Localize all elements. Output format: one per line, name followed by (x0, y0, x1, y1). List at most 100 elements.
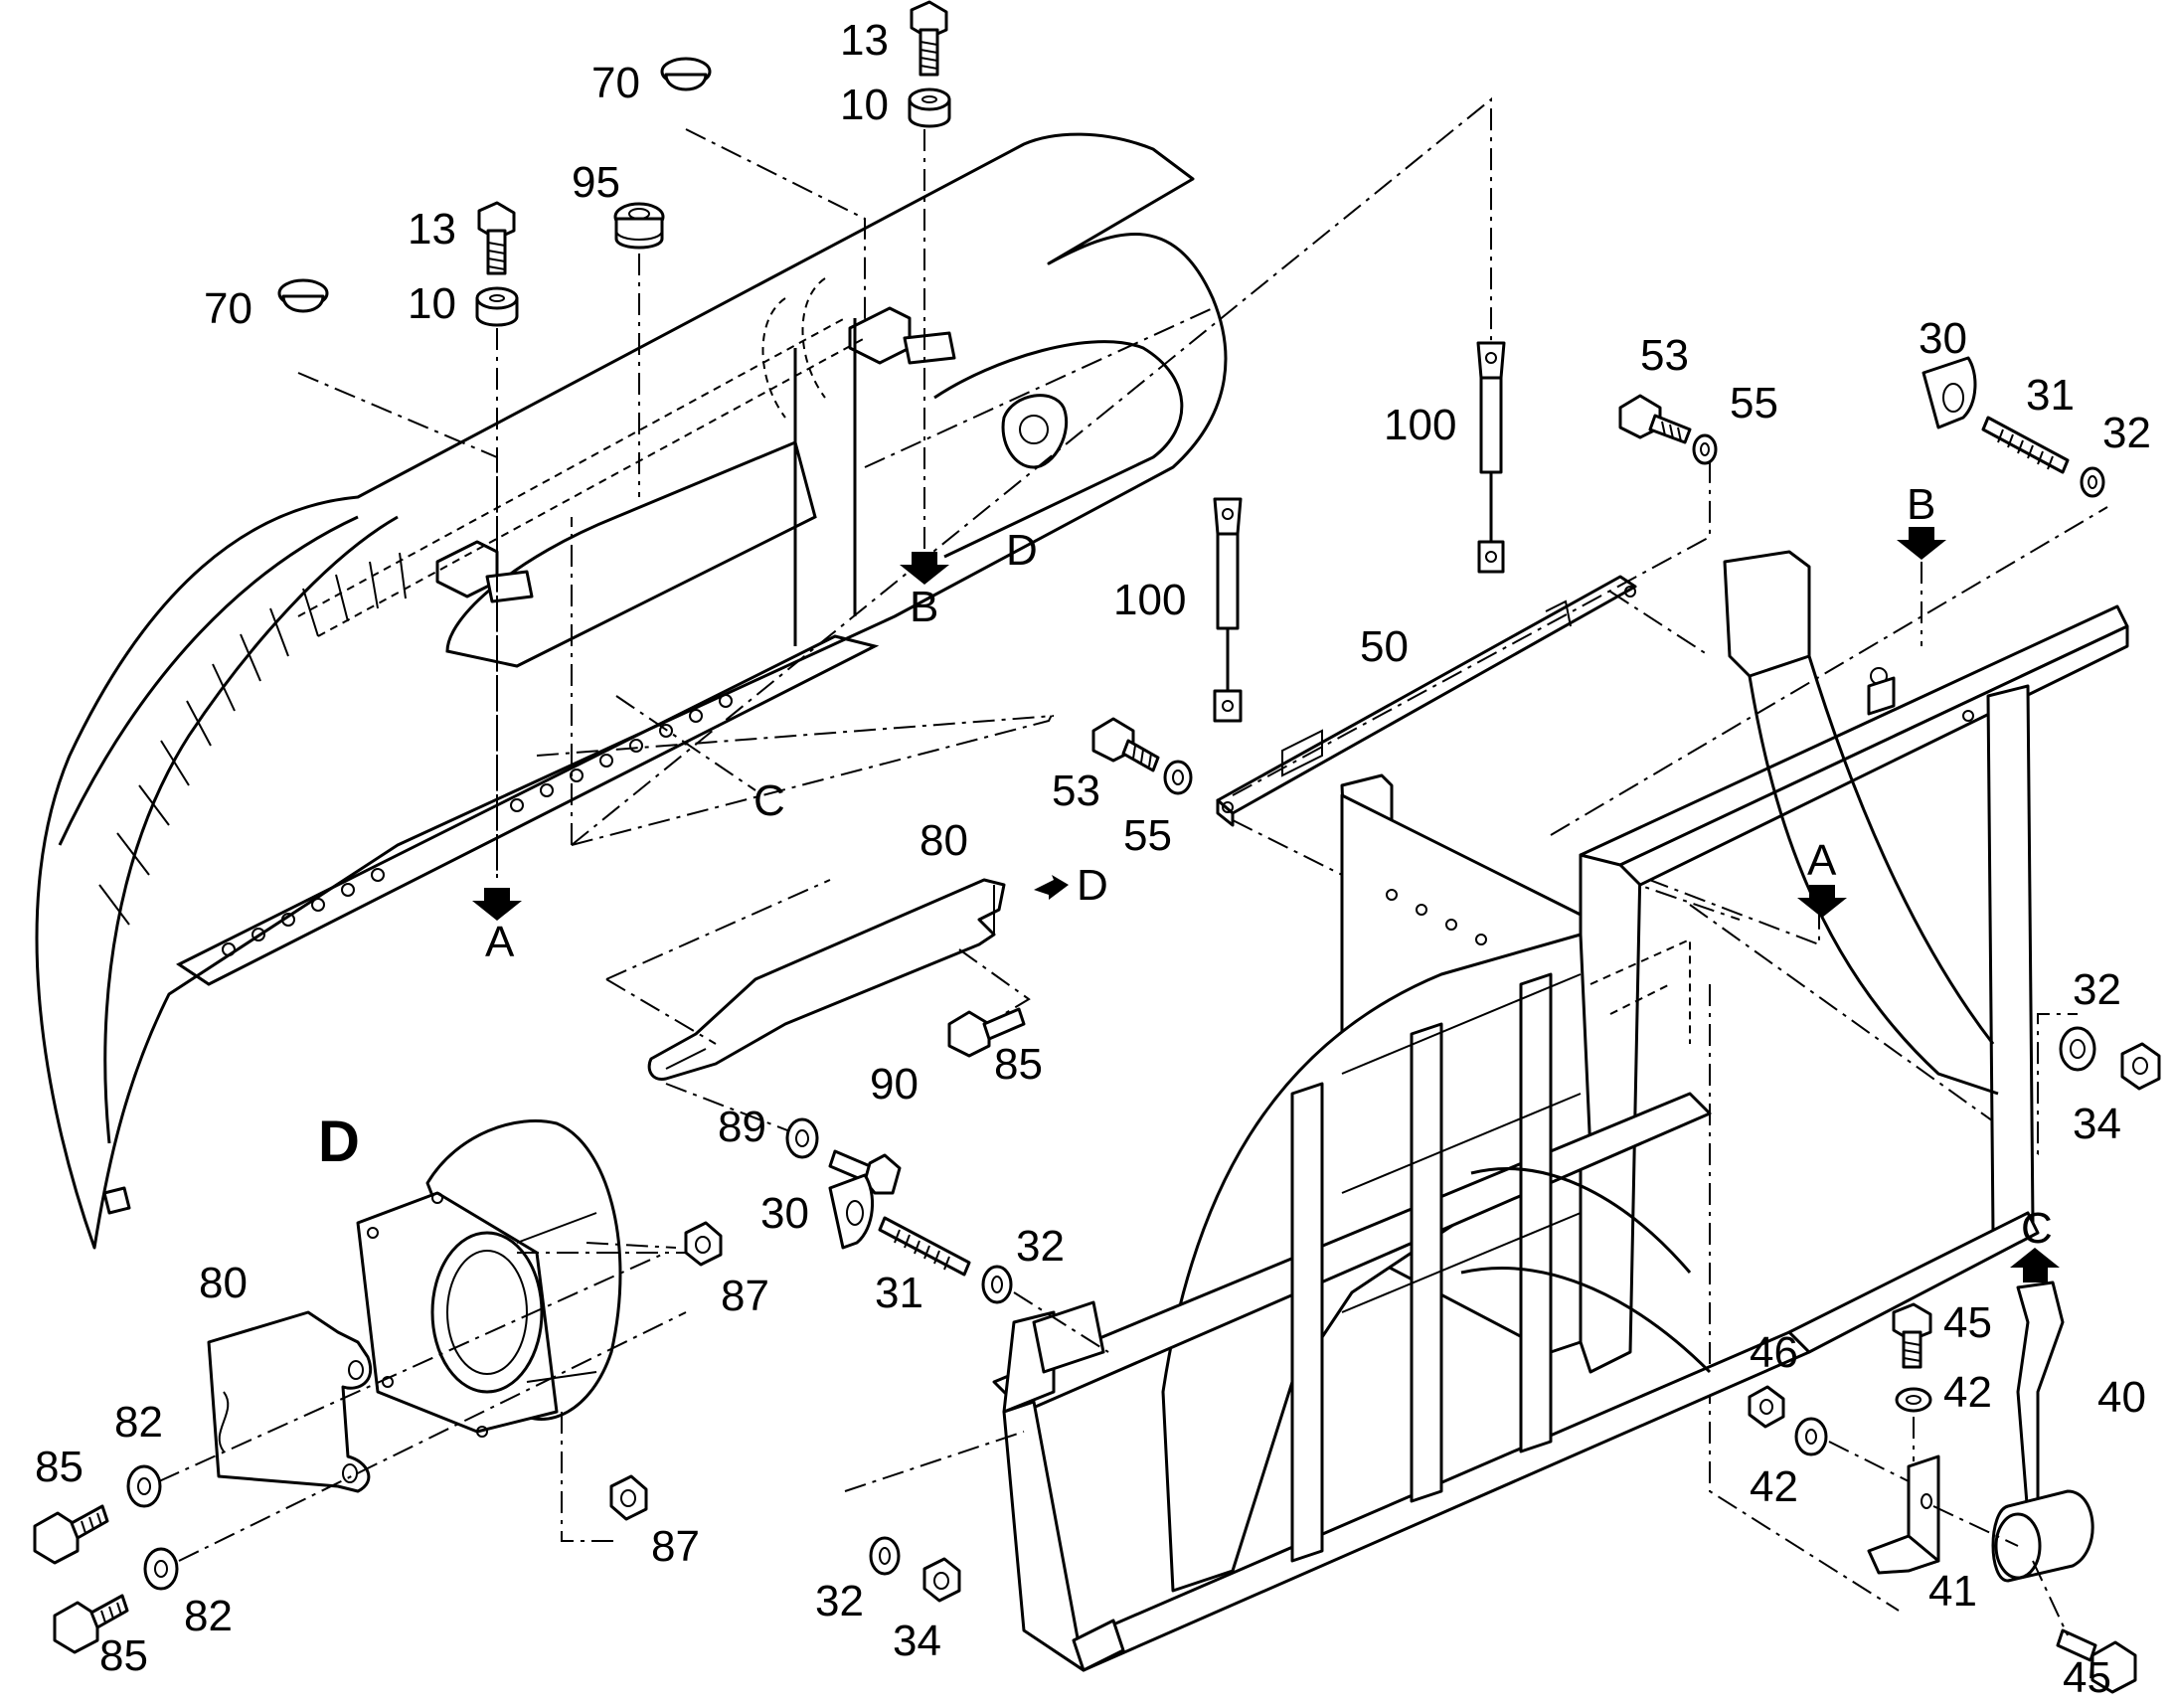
ref-arrow-c-lever (2010, 1248, 2060, 1282)
callout-55-top: 55 (1730, 379, 1778, 427)
callout-70-left: 70 (204, 284, 252, 333)
callout-30-top: 30 (1919, 314, 1967, 363)
callout-32-right: 32 (2073, 965, 2121, 1014)
callout-10-top: 10 (840, 81, 889, 129)
callout-40: 40 (2097, 1373, 2146, 1422)
washer-32-top (2080, 466, 2105, 498)
callout-85-det-top: 85 (35, 1443, 84, 1491)
hood-assembly (35, 132, 1228, 1250)
ref-arrow-b-frame (1897, 527, 1946, 646)
callout-80-det: 80 (199, 1259, 248, 1307)
ref-letter-d-bracket: D (1077, 861, 1108, 910)
nut-87-bot (609, 1474, 648, 1521)
callout-34-bot: 34 (893, 1617, 941, 1665)
callout-13-top: 13 (840, 16, 889, 65)
washer-55-top (1692, 433, 1718, 465)
bracket-80-mid (647, 878, 1006, 1081)
bolt-13-left (477, 201, 516, 275)
detail-d-leader-lines (158, 1242, 687, 1562)
callout-85-det-bot: 85 (99, 1631, 148, 1680)
ref-arrow-b-upper (900, 552, 949, 585)
main-frame (992, 550, 2129, 1672)
callout-85-mid: 85 (994, 1040, 1043, 1089)
callout-100-a: 100 (1384, 401, 1456, 449)
detail-d-assembly (207, 1119, 622, 1493)
callout-32-mid: 32 (1016, 1222, 1065, 1271)
bolt-85-mid (947, 1007, 1026, 1058)
callout-13-left: 13 (408, 205, 456, 254)
callout-70-top: 70 (591, 59, 640, 107)
callout-50: 50 (1360, 622, 1409, 671)
washer-42-left (1794, 1417, 1828, 1456)
spacer-10-top (908, 87, 951, 128)
washer-82-bot (143, 1547, 179, 1591)
callout-10-left: 10 (408, 279, 456, 328)
bumper-30-top (1922, 356, 1977, 429)
ref-arrow-d-bracket (1034, 875, 1069, 900)
callout-32-top: 32 (2102, 409, 2151, 457)
callout-30-mid: 30 (760, 1189, 809, 1238)
callout-89: 89 (718, 1103, 766, 1151)
nut-34-right (2120, 1042, 2161, 1091)
washer-42-right (1895, 1387, 1932, 1413)
washer-55-mid (1163, 760, 1193, 795)
bracket-41 (1867, 1454, 1940, 1575)
bolt-53-top (1618, 394, 1692, 444)
ref-letter-b-upper: B (910, 583, 938, 631)
bolt-13-top (910, 0, 948, 77)
callout-46: 46 (1750, 1328, 1798, 1377)
callout-53-mid: 53 (1052, 767, 1100, 815)
washer-89 (785, 1117, 819, 1159)
callout-55-mid: 55 (1123, 811, 1172, 860)
grommet-95 (613, 202, 665, 250)
gas-strut-upper (1476, 341, 1506, 574)
callout-82-bot: 82 (184, 1592, 233, 1640)
callout-45-top: 45 (1943, 1298, 1992, 1347)
washer-32-mid (981, 1265, 1013, 1304)
lever-40 (1991, 1281, 2094, 1583)
ref-arrow-a-frame (1797, 885, 1847, 918)
support-bar-50 (1216, 575, 1637, 827)
lever-leader-lines (1828, 1417, 2069, 1636)
mid-leader-lines (844, 1291, 1109, 1492)
callout-100-b: 100 (1113, 576, 1186, 624)
plug-70-left (277, 278, 329, 313)
stud-31-top (1981, 416, 2070, 474)
callout-42-left: 42 (1750, 1462, 1798, 1511)
callout-80-mid: 80 (919, 816, 968, 865)
callout-45-bot: 45 (2063, 1653, 2111, 1702)
spacer-10-left (475, 286, 519, 327)
bolt-85-det-top (33, 1504, 109, 1565)
nut-34-bot (922, 1557, 961, 1603)
ref-letter-b-frame: B (1907, 480, 1935, 529)
stud-31-mid (878, 1216, 971, 1277)
callout-34-right: 34 (2073, 1100, 2121, 1148)
washer-82-top (126, 1464, 162, 1508)
bracket-80-leaders (605, 879, 1031, 1134)
bumper-30-mid (828, 1173, 875, 1250)
ref-letter-a-frame: A (1807, 836, 1837, 885)
plug-70-top (660, 57, 712, 91)
callout-82-top: 82 (114, 1398, 163, 1447)
nut-46 (1748, 1385, 1785, 1429)
callout-87-top: 87 (721, 1272, 769, 1320)
callout-41: 41 (1928, 1567, 1977, 1616)
ref-arrow-a-upper (472, 888, 522, 921)
bolt-45-bot (2056, 1628, 2137, 1694)
callout-32-bot: 32 (815, 1577, 864, 1625)
ref-letter-c-upper: C (753, 776, 785, 825)
gas-strut-lower (1213, 497, 1243, 723)
callout-42-right: 42 (1943, 1368, 1992, 1417)
hood-leader-lines (297, 96, 1492, 885)
callout-53-top: 53 (1640, 331, 1689, 380)
bolt-53-mid (1091, 717, 1160, 772)
callout-31-mid: 31 (875, 1269, 923, 1317)
callout-31-top: 31 (2026, 371, 2075, 420)
bolt-85-det-bot (53, 1594, 129, 1654)
bolt-45-top (1892, 1302, 1932, 1369)
washer-32-bot (869, 1536, 901, 1576)
ref-letter-a-upper: A (485, 918, 515, 966)
callout-87-bot: 87 (651, 1522, 700, 1571)
detail-d-title: D (318, 1110, 360, 1174)
ref-letter-d-upper: D (1006, 526, 1038, 575)
